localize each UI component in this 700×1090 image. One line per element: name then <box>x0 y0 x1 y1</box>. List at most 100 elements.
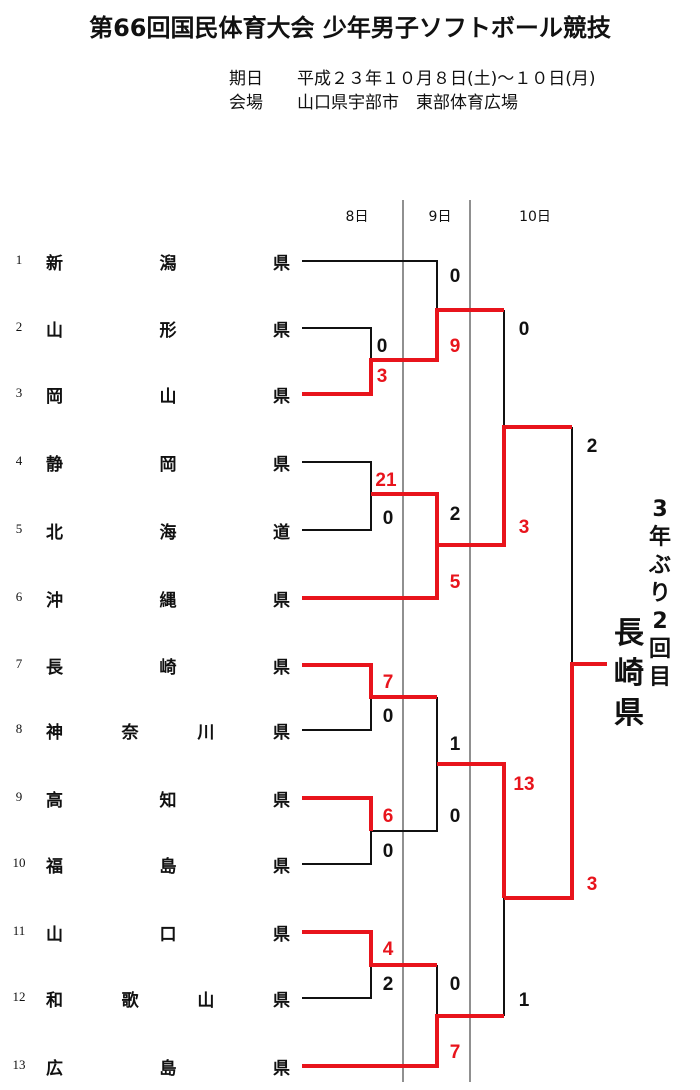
day-header-1: 8日 <box>345 209 369 225</box>
bracket-line <box>371 764 438 832</box>
page-title: 第66回国民体育大会 少年男子ソフトボール競技 <box>89 14 611 42</box>
losing-score: 0 <box>450 974 461 995</box>
losing-score: 0 <box>377 336 388 357</box>
winning-score: 4 <box>383 939 394 960</box>
team-name-char: 岡 <box>46 386 63 407</box>
day-header-2: 9日 <box>428 209 452 225</box>
winning-score: 13 <box>513 774 534 795</box>
losing-score: 2 <box>383 974 394 995</box>
team-name-char: 福 <box>46 856 63 877</box>
team-name-char: 和 <box>46 990 63 1011</box>
winning-score: 6 <box>383 806 394 827</box>
team-name-char: 奈 <box>121 722 139 743</box>
team-name-char: 新 <box>46 253 63 274</box>
losing-score: 1 <box>519 990 530 1011</box>
winner-path <box>302 930 437 967</box>
seed-number: 4 <box>15 453 23 468</box>
team-name-char: 神 <box>46 722 63 743</box>
team-name: 沖縄県 <box>46 583 290 613</box>
team-name-char: 海 <box>159 522 177 543</box>
team-name: 北海道 <box>46 515 290 545</box>
winning-score: 3 <box>587 874 598 895</box>
seed-number: 3 <box>15 385 23 400</box>
seed-number: 2 <box>15 319 23 334</box>
team-name: 広島県 <box>46 1051 290 1081</box>
losing-score: 0 <box>383 508 394 529</box>
champion-char: 長 <box>614 616 644 651</box>
winning-score: 21 <box>375 470 397 491</box>
seed-number: 10 <box>12 855 26 870</box>
note-char: り <box>648 581 671 606</box>
team-name-char: 山 <box>159 386 177 407</box>
seed-number: 6 <box>15 589 23 604</box>
seed-number: 8 <box>15 721 23 736</box>
venue-row: 会場山口県宇部市 東部体育広場 <box>229 88 518 113</box>
losing-score: 0 <box>450 266 461 287</box>
winning-score: 3 <box>519 517 530 538</box>
team-name-char: 県 <box>273 924 290 945</box>
team-name-char: 崎 <box>159 657 177 678</box>
seed-number: 5 <box>15 521 23 536</box>
team-name: 神奈川県 <box>46 715 290 745</box>
seed-number: 7 <box>15 656 23 671</box>
day-header-3: 10日 <box>519 209 551 225</box>
venue-label: 会場 <box>229 93 263 113</box>
losing-score: 0 <box>519 319 530 340</box>
losing-score: 2 <box>450 504 461 525</box>
note-char: 回 <box>648 637 671 662</box>
team-name-char: 口 <box>159 924 177 945</box>
team-name-char: 道 <box>273 522 290 543</box>
losing-score: 0 <box>383 841 394 862</box>
team-name: 福島県 <box>46 849 290 879</box>
seed-number: 13 <box>12 1057 26 1072</box>
date-value: 平成２３年１０月８日(土)～１０日(月) <box>297 69 596 89</box>
bracket-line <box>302 494 372 531</box>
losing-score: 1 <box>450 734 461 755</box>
winner-path <box>437 762 506 898</box>
champion-char: 県 <box>614 696 644 731</box>
team-name-char: 山 <box>46 924 63 945</box>
team-name: 山形県 <box>46 313 290 343</box>
team-name-char: 県 <box>273 590 290 611</box>
winning-score: 5 <box>450 572 461 593</box>
note-char: 目 <box>648 665 671 690</box>
team-name-char: 県 <box>273 1058 290 1079</box>
team-name-char: 縄 <box>159 590 177 611</box>
champion-note: 3 年 ぶ り 2 回 目 <box>640 496 680 692</box>
winner-path <box>302 663 437 699</box>
team-name-char: 県 <box>273 657 290 678</box>
winner-path <box>302 308 504 396</box>
winning-score: 9 <box>450 336 461 357</box>
team-name-char: 岡 <box>159 454 177 475</box>
note-char: ぶ <box>648 553 671 578</box>
bracket-line <box>302 697 372 731</box>
team-name-char: 県 <box>273 454 290 475</box>
champion-label: 長 崎 県 <box>612 614 646 734</box>
team-name-char: 県 <box>273 790 290 811</box>
team-name-char: 高 <box>46 790 63 811</box>
winning-score: 7 <box>383 672 394 693</box>
losing-score: 0 <box>450 806 461 827</box>
note-char: 年 <box>648 525 671 550</box>
team-name-char: 北 <box>46 522 63 543</box>
team-name-char: 県 <box>273 320 290 341</box>
champion-char: 崎 <box>614 656 644 691</box>
team-name: 高知県 <box>46 783 290 813</box>
date-label: 期日 <box>229 69 263 89</box>
bracket-line <box>302 831 372 865</box>
team-name: 長崎県 <box>46 650 290 680</box>
losing-score: 0 <box>383 706 394 727</box>
team-name-char: 県 <box>273 856 290 877</box>
team-name-char: 潟 <box>159 253 177 274</box>
seed-number: 12 <box>12 989 26 1004</box>
team-name-char: 沖 <box>46 590 63 611</box>
bracket-line <box>302 327 372 360</box>
team-name-char: 島 <box>159 1058 177 1079</box>
team-name-char: 県 <box>273 386 290 407</box>
team-name-char: 山 <box>46 320 63 341</box>
team-name: 和歌山県 <box>46 983 290 1013</box>
losing-score: 2 <box>587 436 598 457</box>
team-name-char: 知 <box>159 790 177 811</box>
team-name-char: 広 <box>46 1058 63 1079</box>
